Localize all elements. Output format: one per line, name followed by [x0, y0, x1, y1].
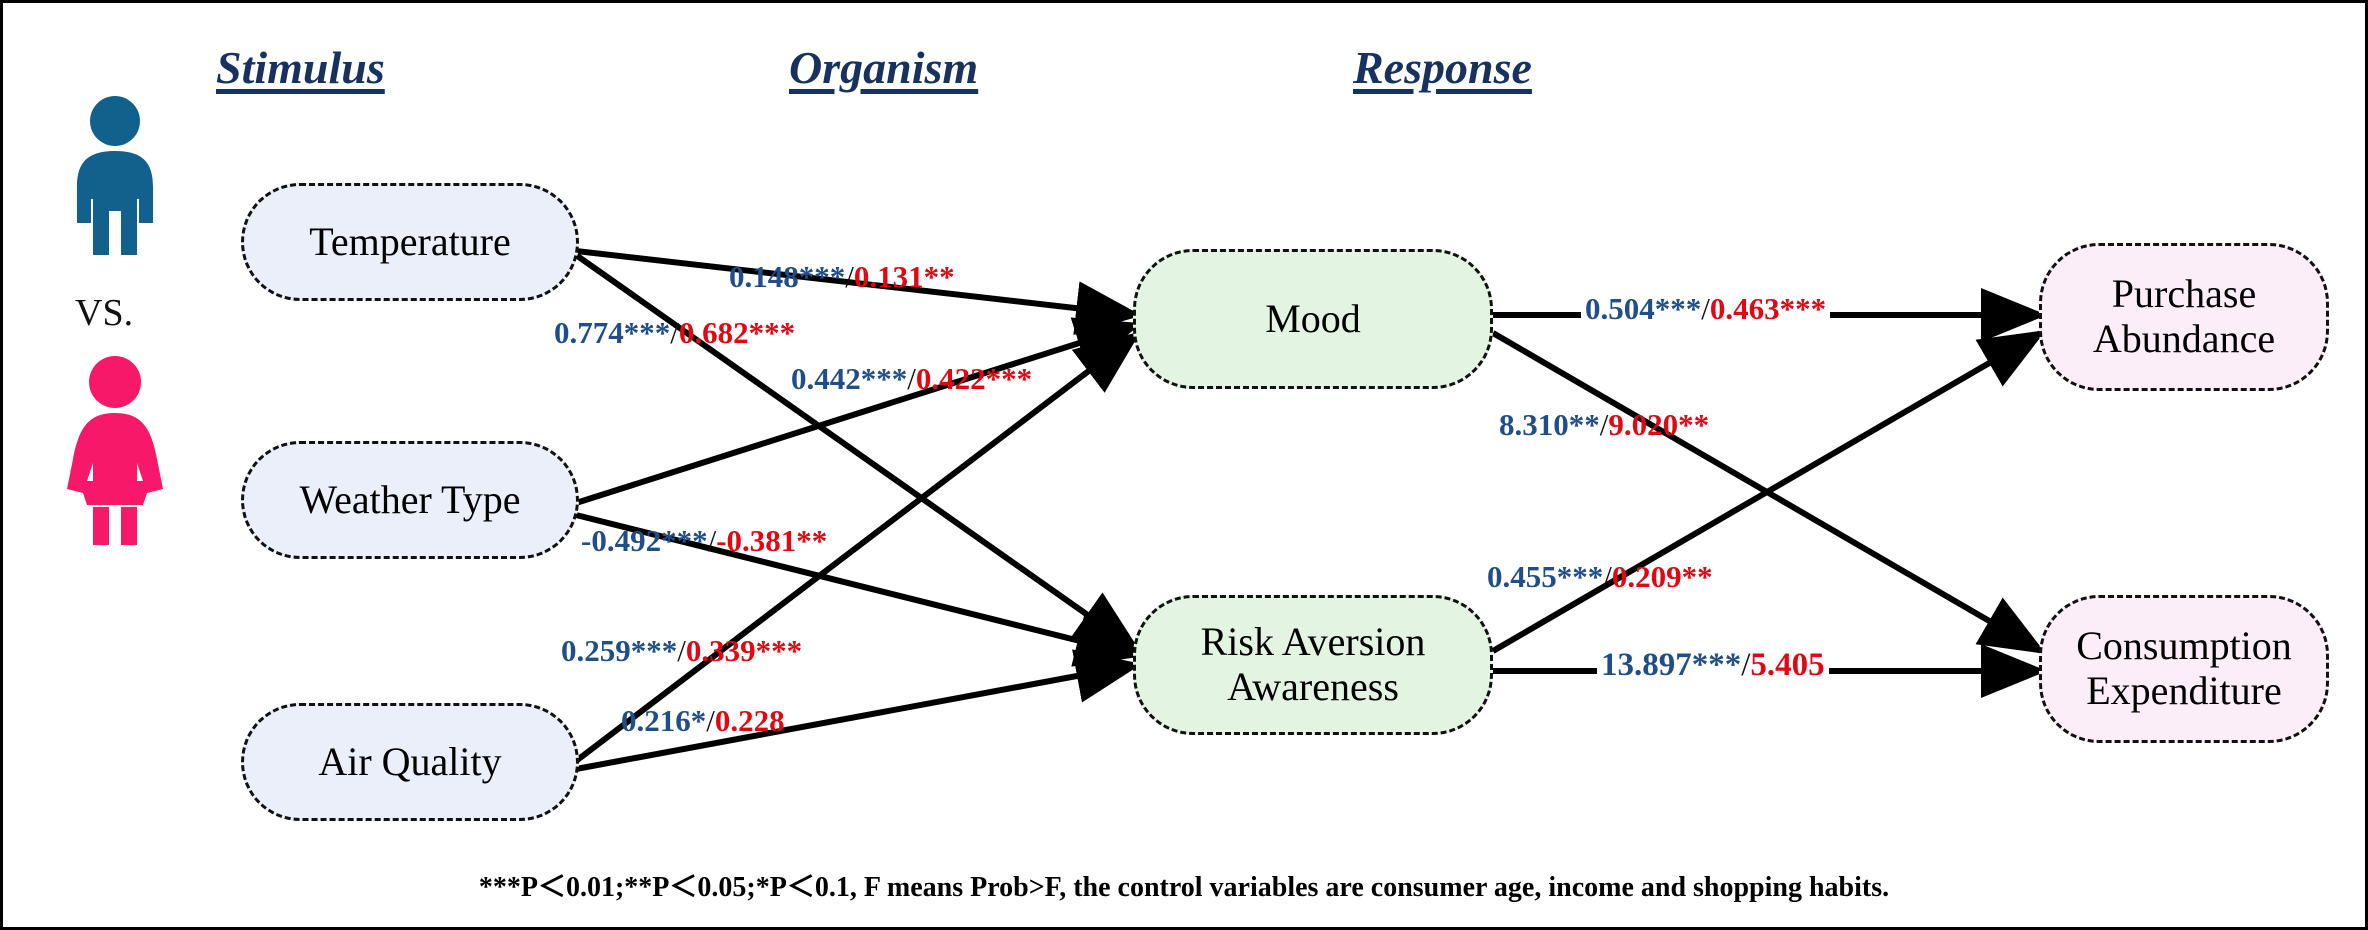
edge-label-weather-to-mood: 0.442***/0.422*** [791, 361, 1032, 397]
coef-female: 0.463*** [1709, 291, 1827, 326]
coef-female: 0.339*** [685, 633, 803, 668]
vs-label: VS. [75, 292, 134, 334]
coef-separator: / [1603, 559, 1612, 594]
coef-female: -0.381** [716, 523, 828, 558]
coef-male: -0.492*** [581, 523, 708, 558]
coef-female: 0.209** [1611, 559, 1713, 594]
coef-female: 0.422*** [915, 361, 1033, 396]
column-title-organism: Organism [789, 42, 979, 93]
edge-label-weather-to-risk: -0.492***/-0.381** [581, 523, 827, 559]
male-person-icon [77, 96, 153, 255]
coef-female: 0.131** [853, 259, 955, 294]
node-consumption-expenditure[interactable]: Consumption Expenditure [2039, 595, 2329, 743]
coef-separator: / [907, 361, 916, 396]
edge-label-airquality-to-risk: 0.216*/0.228 [621, 703, 785, 739]
coef-male: 0.442*** [791, 361, 908, 396]
node-risk-aversion-awareness[interactable]: Risk Aversion Awareness [1133, 595, 1493, 735]
coef-separator: / [707, 523, 717, 558]
column-title-response: Response [1353, 42, 1532, 93]
node-mood[interactable]: Mood [1133, 249, 1493, 389]
node-purchase-abundance[interactable]: Purchase Abundance [2039, 243, 2329, 391]
coef-male: 0.455*** [1487, 559, 1604, 594]
edge-label-temperature-to-risk: 0.774***/0.682*** [554, 315, 795, 351]
edge-label-risk-to-consumption: 13.897***/5.405 [1597, 647, 1829, 684]
coef-separator: / [1599, 407, 1609, 442]
coef-separator: / [845, 259, 854, 294]
edge-label-airquality-to-mood: 0.259***/0.339*** [561, 633, 802, 669]
coef-female: 0.228 [714, 703, 785, 738]
footnote: ***P＜0.01;**P＜0.05;*P＜0.1, F means Prob>… [478, 872, 1890, 903]
edge-label-mood-to-consumption: 8.310**/9.020** [1499, 407, 1709, 443]
node-weather-type[interactable]: Weather Type [241, 441, 579, 559]
coef-female: 0.682*** [678, 315, 796, 350]
coef-female: 9.020** [1608, 407, 1710, 442]
edge-label-temperature-to-mood: 0.148***/0.131** [729, 259, 955, 295]
node-temperature[interactable]: Temperature [241, 183, 579, 301]
coef-separator: / [706, 703, 715, 738]
edge-label-mood-to-purchase: 0.504***/0.463*** [1581, 291, 1831, 327]
coef-separator: / [677, 633, 686, 668]
coef-male: 0.259*** [561, 633, 678, 668]
female-person-icon [67, 356, 163, 545]
edge-label-risk-to-purchase: 0.455***/0.209** [1487, 559, 1713, 595]
coef-male: 8.310** [1499, 407, 1600, 442]
coef-male: 0.216* [621, 703, 707, 738]
coef-separator: / [1701, 291, 1710, 326]
coef-separator: / [1741, 647, 1751, 683]
coef-female: 5.405 [1750, 647, 1825, 683]
node-air-quality[interactable]: Air Quality [241, 703, 579, 821]
coef-male: 0.148*** [729, 259, 846, 294]
column-title-stimulus: Stimulus [216, 42, 385, 93]
coef-male: 13.897*** [1601, 647, 1742, 683]
coef-male: 0.504*** [1585, 291, 1702, 326]
coef-separator: / [670, 315, 679, 350]
coef-male: 0.774*** [554, 315, 671, 350]
